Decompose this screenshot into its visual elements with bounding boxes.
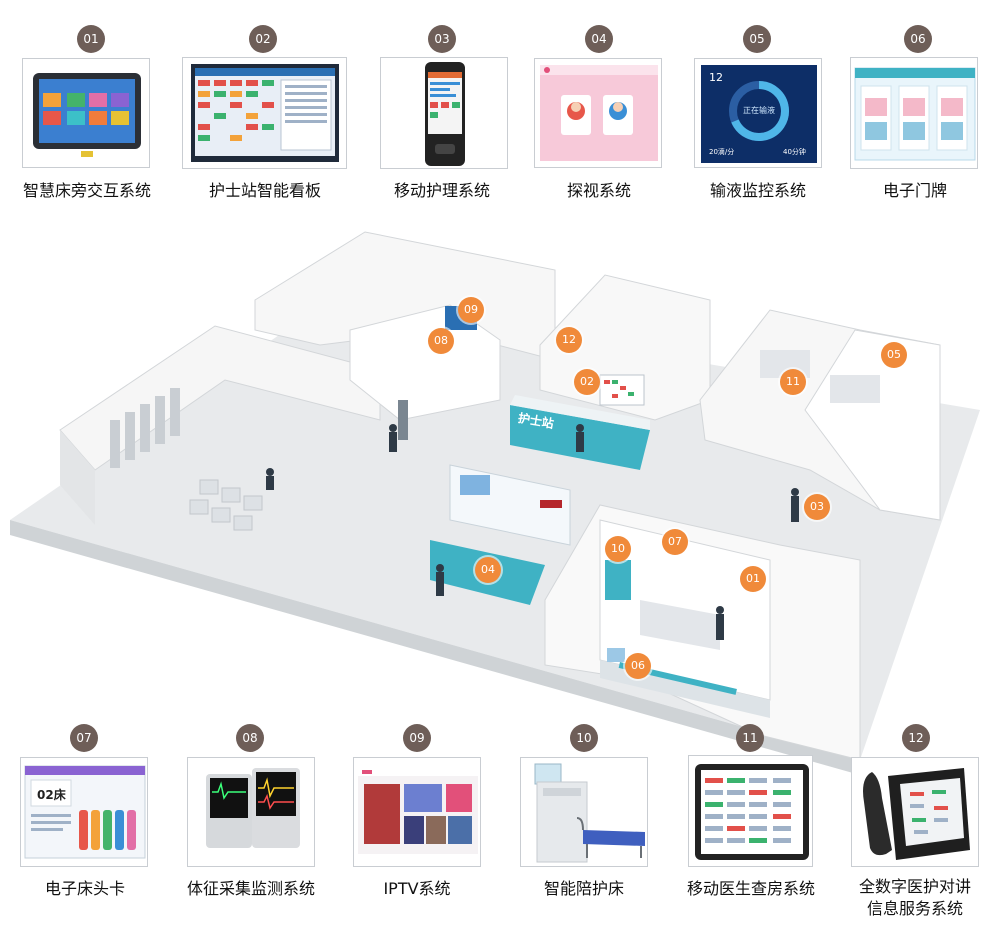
badge-11: 11	[736, 724, 764, 752]
floor-marker-08: 08	[428, 328, 454, 354]
bedside-tablet-illustration	[33, 73, 141, 157]
badge-08: 08	[236, 724, 264, 752]
label-08: 体征采集监测系统	[186, 879, 315, 898]
infusion-number: 12	[709, 71, 723, 84]
card-infusion-monitor: 12 正在输液 20滴/分 40分钟	[694, 58, 822, 168]
floor-marker-04: 04	[475, 557, 501, 583]
doctor-tablet-illustration	[695, 764, 809, 860]
mobile-pda-illustration	[425, 62, 465, 166]
label-12-line2: 信息服务系统	[866, 899, 963, 918]
label-01: 智慧床旁交互系统	[22, 181, 151, 200]
floor-marker-02: 02	[574, 369, 600, 395]
label-07: 电子床头卡	[44, 879, 125, 898]
bedhead-card-illustration	[24, 765, 146, 859]
badge-10: 10	[570, 724, 598, 752]
badge-03: 03	[428, 25, 456, 53]
floor-marker-11: 11	[780, 369, 806, 395]
badge-01: 01	[77, 25, 105, 53]
intercom-phone-illustration	[863, 768, 970, 860]
label-12: 全数字医护对讲	[858, 877, 971, 896]
card-intercom-terminal	[851, 757, 979, 867]
card-mobile-doctor-rounds	[688, 755, 813, 867]
card-bedside-terminal	[22, 58, 150, 168]
label-09: IPTV系统	[383, 879, 451, 898]
escort-bed-illustration	[534, 763, 645, 863]
badge-12: 12	[902, 724, 930, 752]
floor-marker-09: 09	[458, 297, 484, 323]
label-10: 智能陪护床	[543, 879, 624, 898]
infusion-remaining: 40分钟	[783, 148, 806, 156]
floor-marker-01: 01	[740, 566, 766, 592]
label-06: 电子门牌	[882, 181, 947, 200]
vital-monitor-illustration	[206, 768, 300, 848]
badge-04: 04	[585, 25, 613, 53]
badge-07: 07	[70, 724, 98, 752]
card-electronic-doorplate	[850, 57, 978, 169]
iptv-screen-illustration	[358, 768, 478, 854]
label-03: 移动护理系统	[393, 181, 490, 200]
card-bedhead-card: 02床	[20, 757, 148, 867]
card-nurse-station-board	[182, 57, 347, 169]
label-04: 探视系统	[566, 181, 631, 200]
badge-02: 02	[249, 25, 277, 53]
card-iptv	[353, 757, 481, 867]
floor-marker-10: 10	[605, 536, 631, 562]
badge-05: 05	[743, 25, 771, 53]
infusion-drip-rate: 20滴/分	[709, 148, 735, 156]
label-05: 输液监控系统	[709, 181, 806, 200]
bed-number: 02床	[37, 788, 66, 802]
badge-09: 09	[403, 724, 431, 752]
infusion-screen-illustration	[701, 65, 817, 163]
label-11: 移动医生查房系统	[686, 879, 815, 898]
floor-marker-03: 03	[804, 494, 830, 520]
card-smart-escort-bed	[520, 757, 648, 867]
nurse-board-illustration	[191, 64, 339, 162]
card-mobile-nursing	[380, 57, 508, 169]
infusion-status: 正在输液	[743, 106, 775, 115]
card-vital-signs-monitor	[187, 757, 315, 867]
floor-marker-07: 07	[662, 529, 688, 555]
card-visitation	[534, 58, 662, 168]
badge-06: 06	[904, 25, 932, 53]
floor-marker-05: 05	[881, 342, 907, 368]
visitation-screen-illustration	[540, 65, 658, 161]
floor-marker-06: 06	[625, 653, 651, 679]
doorplate-illustration	[854, 67, 976, 161]
floor-marker-12: 12	[556, 327, 582, 353]
label-02: 护士站智能看板	[208, 181, 321, 200]
